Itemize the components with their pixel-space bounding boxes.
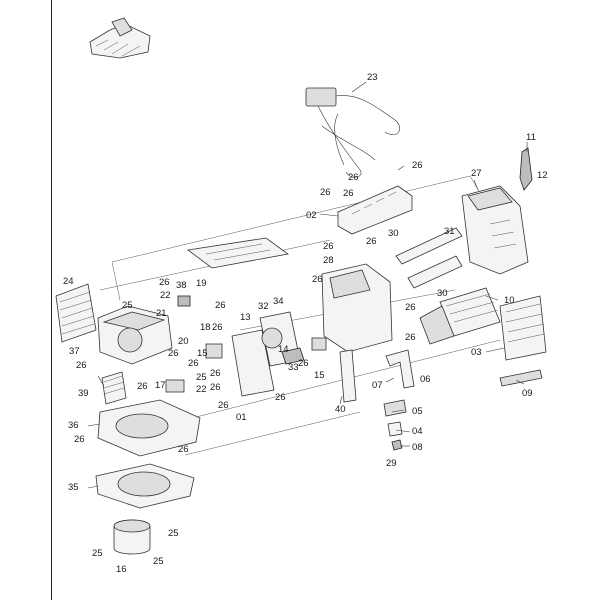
callout-label: 21	[156, 308, 167, 319]
heater-case-right-part	[461, 185, 529, 275]
page-margin-rule	[51, 0, 52, 600]
callout-label: 07	[372, 380, 383, 391]
callout-label: 34	[273, 296, 284, 307]
callout-label: 13	[240, 312, 251, 323]
callout-label: 30	[388, 228, 399, 239]
upper-duct-part	[337, 185, 413, 235]
panel-seal-part	[395, 227, 463, 289]
callout-label: 05	[412, 406, 423, 417]
evaporator-core-part	[419, 287, 501, 345]
callout-label: 10	[504, 295, 515, 306]
callout-label: 26	[210, 368, 221, 379]
blower-housing-upper-part	[97, 305, 173, 365]
callout-label: 32	[258, 301, 269, 312]
assembly-guide-lines	[99, 175, 521, 456]
air-filter-part	[55, 283, 97, 343]
callout-label: 22	[160, 290, 171, 301]
callout-label: 04	[412, 426, 423, 437]
callout-label: 26	[405, 302, 416, 313]
callout-label: 25	[153, 556, 164, 567]
callout-label: 33	[288, 362, 299, 373]
callout-label: 08	[412, 442, 423, 453]
callout-leaders	[87, 81, 528, 489]
callout-label: 03	[471, 347, 482, 358]
callout-label: 28	[323, 255, 334, 266]
callout-label: 26	[159, 277, 170, 288]
callout-label: 26	[210, 382, 221, 393]
callout-label: 37	[69, 346, 80, 357]
callout-label: 25	[122, 300, 133, 311]
callout-label: 26	[168, 348, 179, 359]
callout-label: 15	[197, 348, 208, 359]
callout-labels: 23 26 11 12 26 27 26 02 26 26 30 31 28 2…	[63, 72, 548, 575]
callout-label: 26	[366, 236, 377, 247]
callout-label: 26	[320, 187, 331, 198]
callout-label: 06	[420, 374, 431, 385]
callout-label: 31	[444, 226, 455, 237]
callout-label: 26	[215, 300, 226, 311]
callout-label: 01	[236, 412, 247, 423]
callout-label: 09	[522, 388, 533, 399]
callout-label: 14	[278, 344, 289, 355]
callout-label: 26	[323, 241, 334, 252]
callout-label: 11	[526, 132, 536, 143]
mode-actuator-parts	[165, 295, 327, 393]
callout-label: 20	[178, 336, 189, 347]
callout-label: 30	[437, 288, 448, 299]
callout-label: 26	[188, 358, 199, 369]
callout-label: 35	[68, 482, 79, 493]
callout-label: 27	[471, 168, 482, 179]
bracket-part	[519, 147, 533, 191]
callout-label: 36	[68, 420, 79, 431]
callout-label: 38	[176, 280, 187, 291]
callout-label: 26	[405, 332, 416, 343]
callout-label: 26	[275, 392, 286, 403]
callout-label: 40	[335, 404, 346, 415]
callout-label: 25	[196, 372, 207, 383]
callout-label: 26	[343, 188, 354, 199]
callout-label: 26	[212, 322, 223, 333]
callout-label: 22	[196, 384, 207, 395]
blower-case-part	[97, 399, 201, 457]
blower-lower-case-part	[95, 463, 195, 509]
callout-label: 15	[314, 370, 325, 381]
callout-label: 02	[306, 210, 317, 221]
filter-insert-part	[101, 371, 127, 405]
callout-label: 26	[178, 444, 189, 455]
callout-label: 25	[92, 548, 103, 559]
vehicle-locator-icon	[89, 17, 151, 59]
callout-label: 26	[137, 381, 148, 392]
main-case-part	[231, 263, 393, 397]
callout-label: 26	[74, 434, 85, 445]
callout-label: 19	[196, 278, 207, 289]
callout-label: 23	[367, 72, 378, 83]
callout-label: 29	[386, 458, 397, 469]
callout-label: 12	[537, 170, 548, 181]
callout-label: 26	[312, 274, 323, 285]
callout-label: 17	[155, 380, 166, 391]
callout-label: 18	[200, 322, 211, 333]
callout-label: 26	[298, 358, 309, 369]
callout-label: 16	[116, 564, 127, 575]
actuator-parts	[339, 349, 415, 451]
callout-label: 25	[168, 528, 179, 539]
blower-motor-part	[113, 519, 151, 555]
callout-label: 26	[348, 172, 359, 183]
callout-label: 26	[76, 360, 87, 371]
callout-label: 26	[218, 400, 229, 411]
cover-panel-part	[186, 237, 289, 269]
callout-label: 26	[412, 160, 423, 171]
callout-label: 39	[78, 388, 89, 399]
wiring-harness-part	[305, 87, 400, 178]
callout-label: 24	[63, 276, 74, 287]
heater-core-part	[499, 295, 547, 387]
